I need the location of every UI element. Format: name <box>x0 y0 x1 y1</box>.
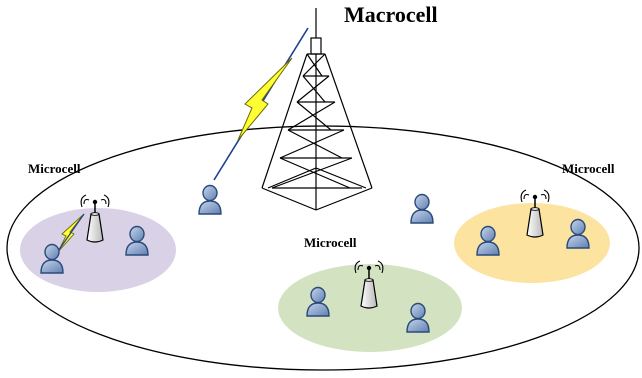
macro-tower-icon <box>261 8 373 211</box>
microcell-right-label: Microcell <box>562 161 615 176</box>
micro-link-line <box>55 213 85 255</box>
microcell-right-coverage-area <box>454 203 610 283</box>
user-icon-macro-2 <box>410 193 434 224</box>
user-icon-macro-1 <box>198 184 222 215</box>
macrocell-label: Macrocell <box>344 2 438 27</box>
macrocell-coverage-area <box>6 125 640 371</box>
microcell-left-label: Microcell <box>28 161 81 176</box>
macro-lightning-icon <box>237 57 293 141</box>
microcell-center-label: Microcell <box>304 235 357 250</box>
